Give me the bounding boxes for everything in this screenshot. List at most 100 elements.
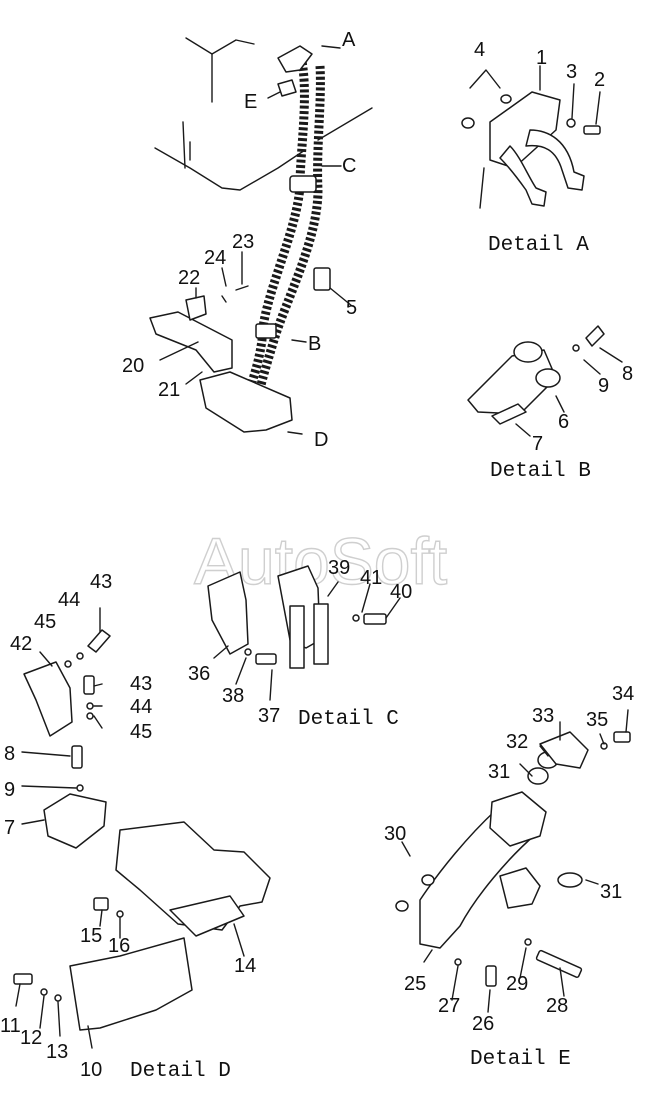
cushion-7 [491,403,527,425]
callout-45b: 45 [130,721,152,743]
callout-31a: 31 [488,761,510,783]
callout-15: 15 [80,925,102,947]
callout-1: 1 [536,47,547,69]
cushion-6a [513,341,543,363]
callout-13: 13 [46,1041,68,1063]
callout-28: 28 [546,995,568,1017]
callout-36: 36 [188,663,210,685]
clamp-33 [539,731,589,769]
callout-39: 39 [328,557,350,579]
washer-9-d [76,784,84,792]
elbow-pipe-1a [525,129,585,191]
cover-7 [43,793,107,849]
callout-37: 37 [258,705,280,727]
bolt-43a [87,629,111,653]
callout-16: 16 [108,935,130,957]
bracket-36 [207,571,249,655]
bolt-8 [585,325,605,347]
callout-7-d: 7 [4,817,15,839]
fitting-a [277,45,313,73]
engine-outline-bottom [154,147,306,191]
washer-29 [524,938,532,946]
detail-d-caption: Detail D [130,1060,231,1083]
callout-32: 32 [506,731,528,753]
hose-bracket-5 [313,267,331,291]
oring-4a [461,117,475,129]
bolt-8-d [71,745,83,769]
callout-44b: 44 [130,696,152,718]
callout-20: 20 [122,355,144,377]
callout-24: 24 [204,247,226,269]
callout-6: 6 [558,411,569,433]
detail-c [207,565,401,701]
callout-8: 8 [622,363,633,385]
hose-clamp-c [289,175,317,193]
callout-44a: 44 [58,589,80,611]
callout-42: 42 [10,633,32,655]
washer-45a [64,660,72,668]
detail-a-caption: Detail A [488,234,589,257]
callout-43a: 43 [90,571,112,593]
bolt-37 [255,653,277,665]
detail-d [13,607,271,1049]
bracket-42 [23,661,73,737]
callout-33: 33 [532,705,554,727]
bolt-43b [83,675,95,695]
flange-e-side [499,867,541,909]
washer-44a [76,652,84,660]
detail-b [467,325,623,437]
bolt-2 [583,125,601,135]
hose-left [243,50,309,401]
washer-44b [86,702,94,710]
clamp-post-a [289,605,305,669]
clamp-post-b [313,603,329,665]
bolt-28 [535,949,583,978]
callout-30: 30 [384,823,406,845]
marker-a: A [342,29,356,51]
marker-c: C [342,155,356,177]
plate-14 [169,895,245,937]
detail-a [461,65,601,209]
callout-40: 40 [390,581,412,603]
callout-34: 34 [612,683,634,705]
hose-clamp-b [255,323,277,339]
callout-22: 22 [178,267,200,289]
detail-e-caption: Detail E [470,1048,571,1071]
callout-9-d: 9 [4,779,15,801]
callout-5: 5 [346,297,357,319]
callout-3: 3 [566,61,577,83]
marker-e: E [244,91,257,113]
hose-right [253,65,325,405]
callout-12: 12 [20,1027,42,1049]
washer-41 [352,614,360,622]
callout-9: 9 [598,375,609,397]
callout-45a: 45 [34,611,56,633]
bolt-34 [613,731,631,743]
washer-3 [566,118,576,128]
washer-27 [454,958,462,966]
oring-31b [557,872,583,888]
fitting-e [277,79,297,97]
bolt-26 [485,965,497,987]
oring-31a [527,767,549,785]
callout-35: 35 [586,709,608,731]
detail-b-caption: Detail B [490,460,591,483]
marker-d: D [314,429,328,451]
callout-23: 23 [232,231,254,253]
oring-30a [421,874,435,886]
bolt-22 [185,295,207,321]
callout-11: 11 [0,1015,21,1037]
callout-43b: 43 [130,673,152,695]
washer-38 [244,648,252,656]
callout-41: 41 [360,567,382,589]
engine-outline-top [185,37,255,55]
marker-b: B [308,333,321,355]
bolt-15 [93,897,109,911]
callout-2: 2 [594,69,605,91]
flange-e-top [489,791,547,847]
shield-10 [69,937,193,1031]
oring-4b [500,94,512,104]
washer-45b [86,712,94,720]
